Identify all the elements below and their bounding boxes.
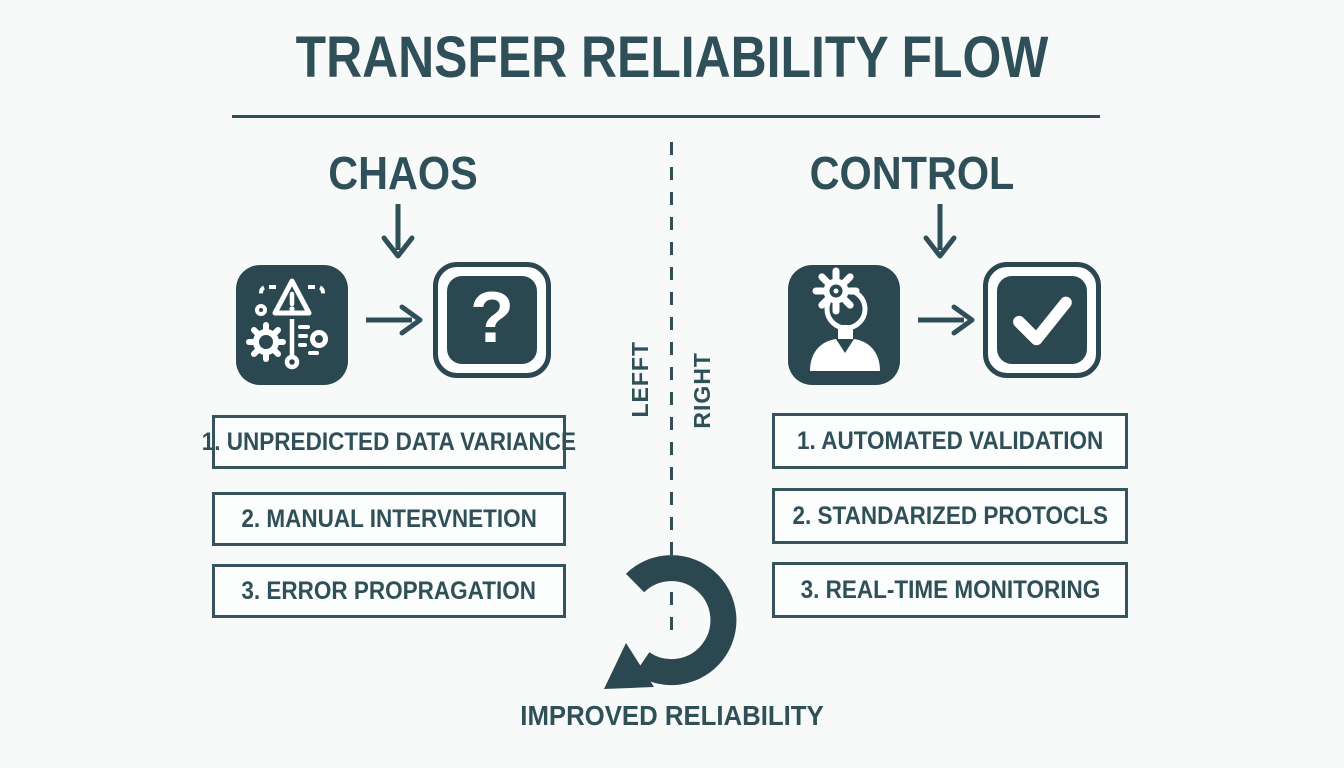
operator-gear-icon — [788, 265, 900, 385]
center-dashed-divider — [670, 142, 673, 640]
divider-label-right: RIGHT — [689, 352, 715, 429]
chaos-item-3-label: 3. ERROR PROPRAGATION — [241, 576, 537, 605]
down-arrow-icon — [381, 204, 415, 259]
chaos-item-1-label: 1. UNPREDICTED DATA VARIANCE — [201, 427, 577, 456]
chaos-item-2-label: 2. MANUAL INTERVNETION — [241, 504, 537, 533]
page-title: TRANSFER RELIABILITY FLOW — [295, 25, 1049, 90]
checkmark-glyph — [1013, 296, 1072, 346]
cycle-arrow-icon — [604, 555, 737, 689]
control-item-1-label: 1. AUTOMATED VALIDATION — [796, 426, 1104, 455]
chaos-item-1: 1. UNPREDICTED DATA VARIANCE — [202, 415, 576, 469]
control-item-1: 1. AUTOMATED VALIDATION — [772, 413, 1128, 469]
control-heading: CONTROL — [809, 147, 1015, 199]
down-arrow-icon — [923, 204, 957, 259]
checkmark-box-icon — [983, 262, 1101, 378]
title-underline — [232, 115, 1100, 118]
chaos-process-icon — [236, 265, 348, 385]
checkmark-box-inner — [997, 276, 1087, 364]
chaos-item-2: 2. MANUAL INTERVNETION — [212, 492, 566, 546]
control-item-2: 2. STANDARIZED PROTOCLS — [772, 488, 1128, 544]
question-mark-glyph: ? — [470, 278, 514, 358]
control-item-3-label: 3. REAL-TIME MONITORING — [800, 575, 1100, 604]
control-item-2-label: 2. STANDARIZED PROTOCLS — [792, 501, 1108, 530]
question-box-icon: ? — [433, 262, 551, 378]
footer-label: IMPROVED RELIABILITY — [520, 700, 824, 731]
control-item-3: 3. REAL-TIME MONITORING — [772, 562, 1128, 618]
right-arrow-icon — [918, 304, 975, 336]
chaos-item-3: 3. ERROR PROPRAGATION — [212, 564, 566, 618]
right-arrow-icon — [366, 304, 423, 336]
question-box-inner: ? — [447, 276, 537, 364]
divider-label-left: LEFFT — [627, 341, 653, 418]
chaos-heading: CHAOS — [328, 147, 478, 199]
